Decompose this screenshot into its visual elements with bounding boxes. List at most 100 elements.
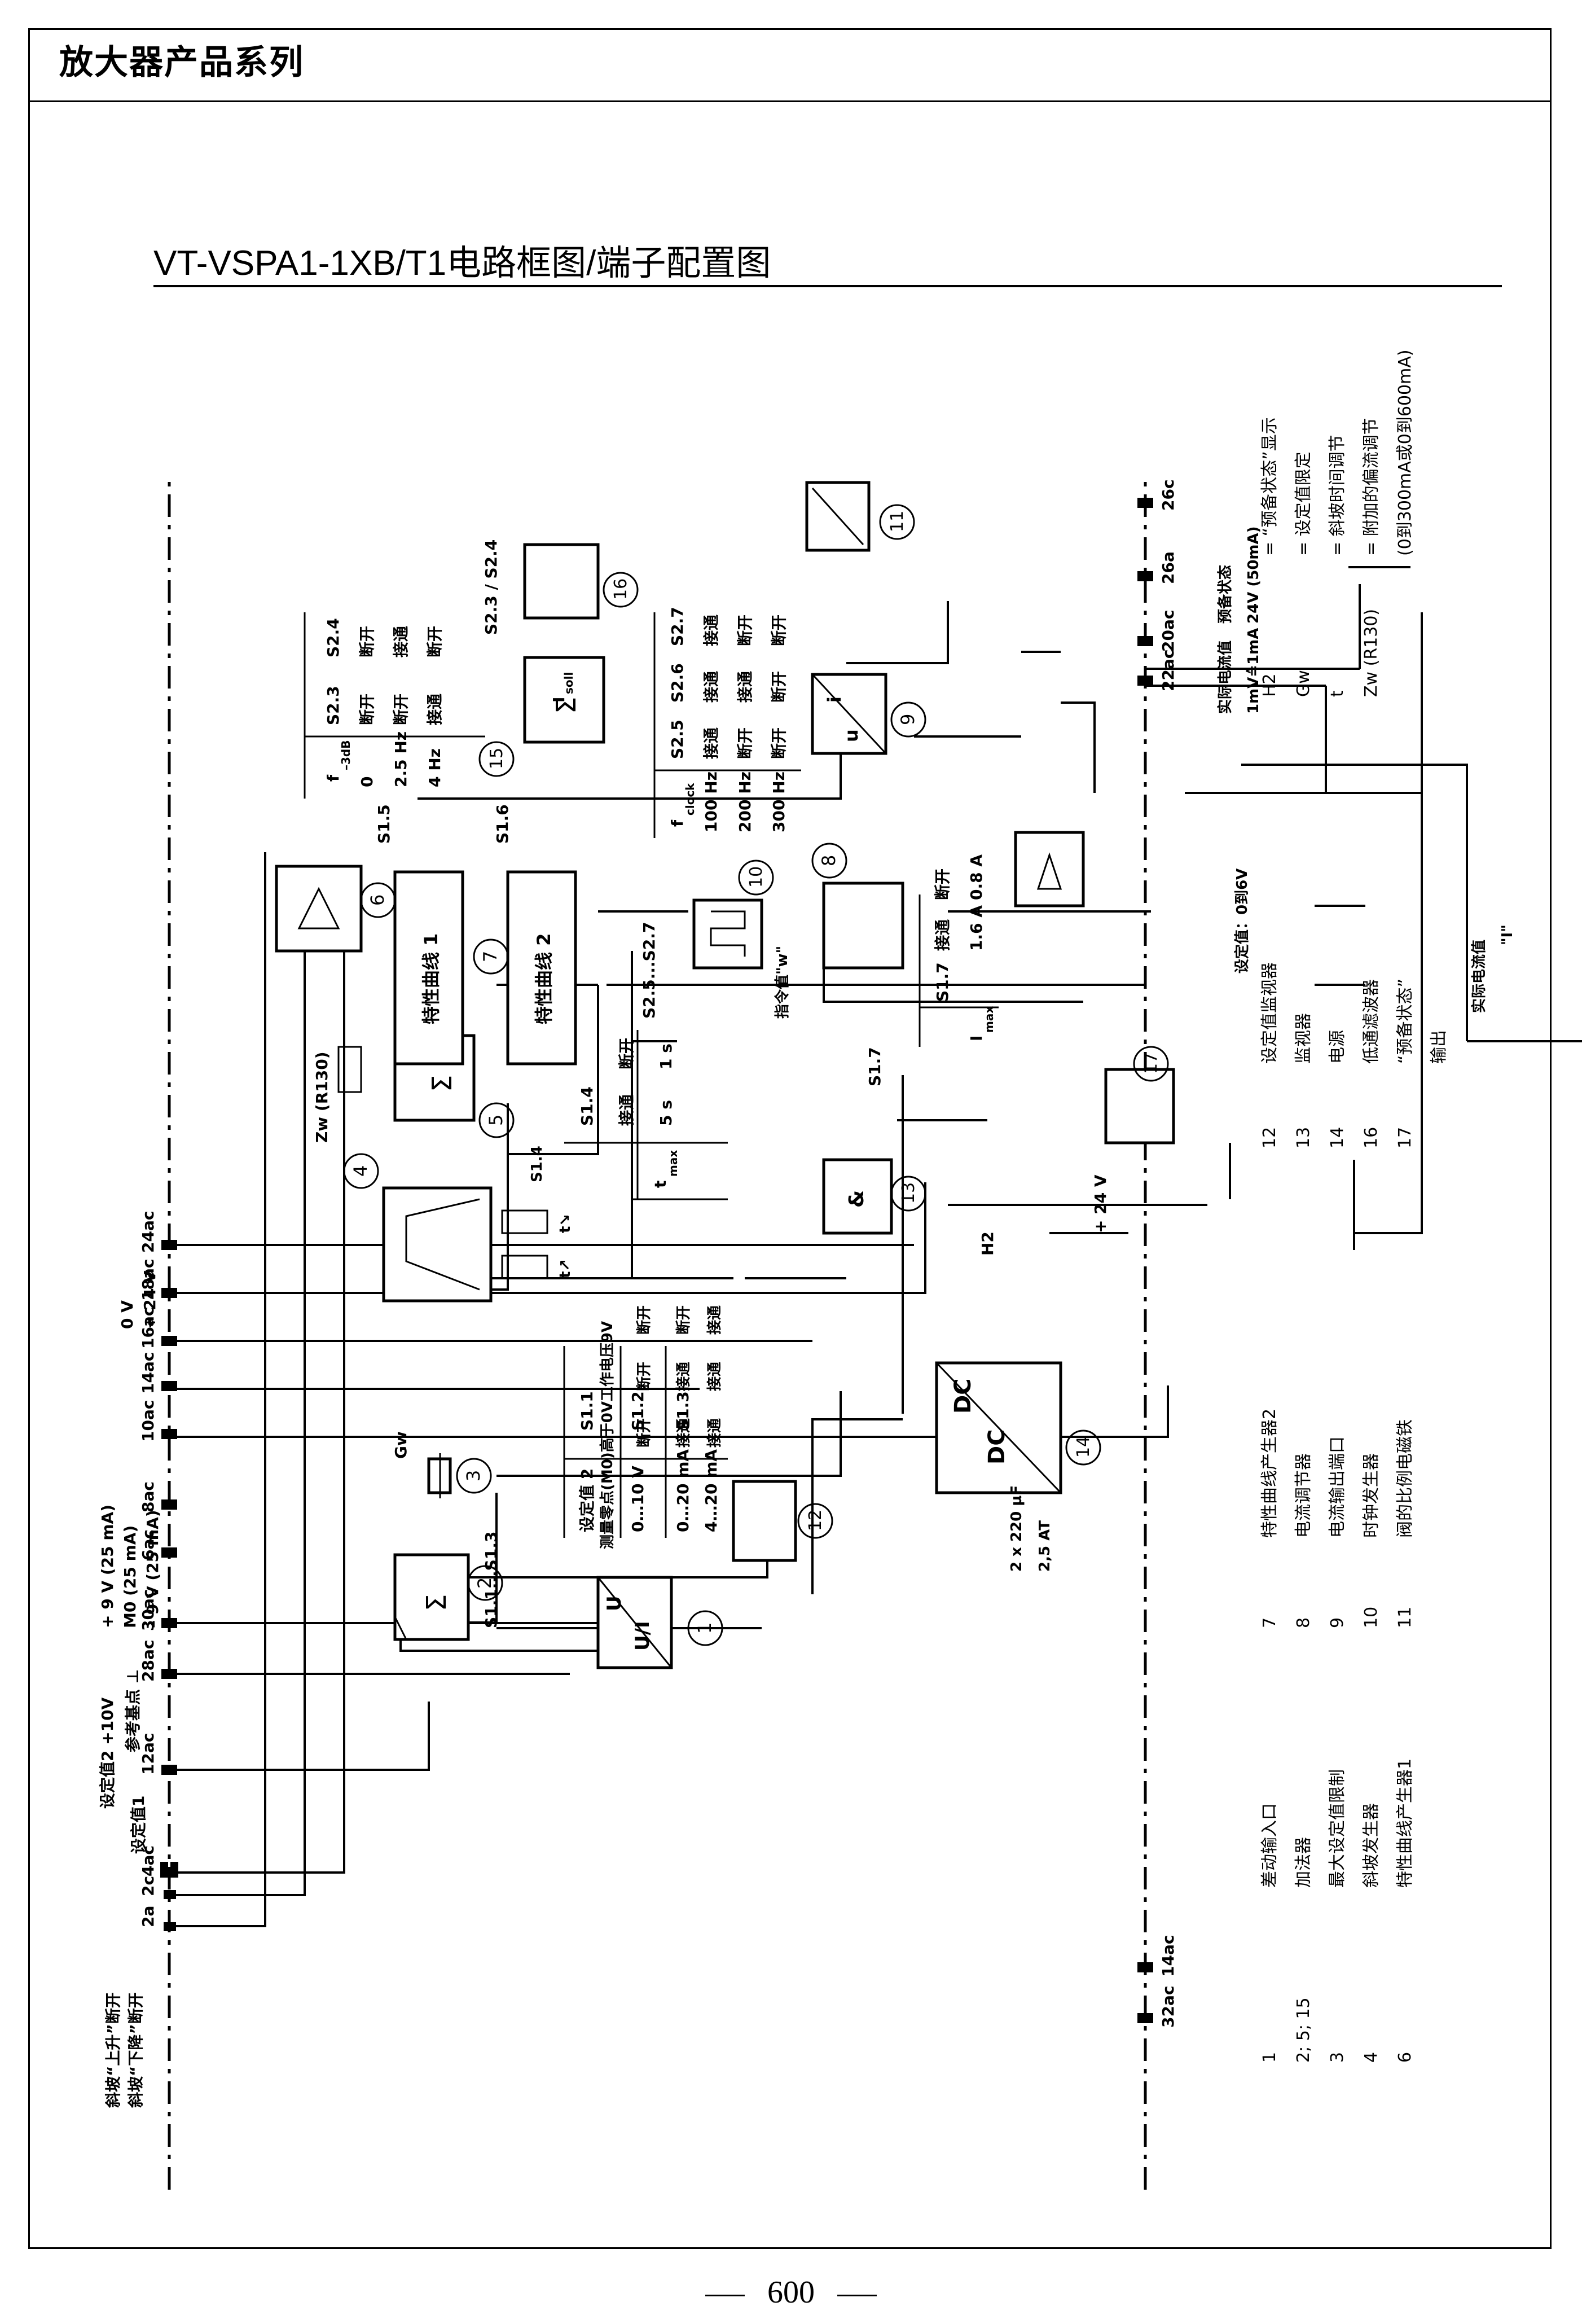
marker-14-label: 14	[1074, 1436, 1093, 1458]
capacitor-label: 2 x 220 µF	[1008, 1485, 1025, 1572]
svg-text:8: 8	[1294, 1617, 1313, 1628]
measurement-zero-label: 测量零点(M0)高于0V工作电压9V	[599, 1321, 616, 1549]
svg-text:U/I: U/I	[631, 1621, 654, 1651]
svg-text:U: U	[603, 1595, 626, 1611]
marker-3-label: 3	[463, 1470, 484, 1481]
svg-text:DC: DC	[984, 1429, 1010, 1464]
svg-text:接通: 接通	[675, 1418, 692, 1448]
zero-v-label: 0 V	[118, 1300, 137, 1329]
header-rule	[28, 100, 1552, 102]
svg-text:3: 3	[1328, 2052, 1347, 2063]
and-gate-label: &	[845, 1190, 868, 1208]
terminal-6ac: 6ac	[139, 1529, 157, 1560]
svg-text:电流输出端口: 电流输出端口	[1328, 1436, 1347, 1538]
marker-5-label: 5	[485, 1115, 507, 1126]
terminal-10ac: 10ac	[139, 1400, 157, 1442]
page-frame	[28, 28, 1552, 2249]
reference-label: 参考基点 ⊥	[124, 1669, 142, 1752]
terminal-18ac: 18ac	[139, 1259, 157, 1301]
svg-text:接通: 接通	[392, 626, 410, 657]
terminal-8ac: 8ac	[139, 1481, 157, 1512]
svg-text:0…20 mA: 0…20 mA	[674, 1449, 692, 1532]
plus9-label: + 9 V (25 mA)	[98, 1505, 117, 1628]
marker-15-label: 15	[487, 748, 507, 769]
clock-pulse-symbol	[710, 910, 746, 957]
svg-text:max: max	[666, 1150, 680, 1177]
svg-text:0…10 V: 0…10 V	[629, 1466, 647, 1532]
svg-text:断开: 断开	[392, 694, 410, 725]
marker-5	[478, 1102, 515, 1138]
h2-label: H2	[978, 1231, 997, 1256]
svg-text:max: max	[982, 1006, 996, 1033]
svg-text:断开: 断开	[635, 1362, 653, 1391]
svg-text:17: 17	[1395, 1127, 1415, 1148]
feedback-amp-symbol	[1036, 852, 1062, 890]
svg-text:300 Hz: 300 Hz	[770, 771, 788, 832]
marker-7-label: 7	[480, 951, 501, 962]
terminal-16ac: 16ac	[139, 1307, 157, 1349]
block-12-setpoint-monitor	[732, 1480, 797, 1562]
terminal-22ac: 22ac	[1159, 650, 1177, 691]
switch-s1-4-label: S1.4	[529, 1146, 546, 1182]
page-number: 600	[767, 2275, 815, 2310]
svg-text:16: 16	[1361, 1127, 1381, 1148]
svg-text:S1.4: S1.4	[578, 1086, 596, 1126]
wiring	[169, 566, 1582, 1927]
marker-7	[473, 939, 509, 975]
svg-text:S1.7: S1.7	[933, 962, 952, 1002]
switch-s1-7-label: S1.7	[865, 1047, 884, 1086]
svg-text:时钟发生器: 时钟发生器	[1361, 1453, 1381, 1538]
svg-text:= “预备状态”显示: = “预备状态”显示	[1260, 417, 1280, 556]
table-imax: S1.7 接通 断开 I max 1.6 A 0.8 A	[919, 854, 999, 1047]
ramp-down-off-label: 斜坡“下降”断开	[126, 1992, 145, 2108]
marker-9-label: 9	[897, 714, 919, 725]
svg-text:Gw: Gw	[1294, 670, 1313, 697]
marker-8-label: 8	[818, 855, 840, 866]
marker-10-label: 10	[746, 866, 766, 888]
svg-text:200 Hz: 200 Hz	[736, 771, 754, 832]
m0-label: M0 (25 mA)	[121, 1525, 139, 1628]
marker-2-label: 2	[474, 1577, 495, 1589]
svg-text:H2: H2	[1260, 673, 1280, 697]
zw-label: Zw (R130)	[313, 1051, 331, 1143]
marker-8	[811, 843, 847, 879]
marker-12	[797, 1503, 833, 1539]
switch-s1-5-label: S1.5	[375, 804, 393, 844]
terminal-14ac-bottom: 14ac	[139, 1352, 157, 1394]
svg-text:t: t	[1328, 690, 1347, 697]
svg-text:i: i	[824, 696, 845, 703]
block-feedback-amp	[1014, 831, 1085, 907]
setpoint1-label: 设定值1	[129, 1796, 148, 1854]
svg-text:输出: 输出	[1429, 1030, 1449, 1064]
svg-text:断开: 断开	[358, 626, 376, 657]
svg-text:接通: 接通	[675, 1362, 692, 1391]
actual-range-label-1: 实际电流值	[1216, 641, 1234, 714]
minus9-label: – 9 V (25 mA)	[143, 1510, 162, 1628]
isoll-label: I	[550, 697, 568, 703]
marker-3	[456, 1458, 492, 1494]
footer-dash-right	[837, 2294, 877, 2296]
block-curve-2	[506, 870, 577, 1065]
svg-text:断开: 断开	[770, 615, 788, 646]
marker-15	[478, 741, 515, 777]
ramp-time-down-label: t↘	[557, 1214, 574, 1233]
table-tmax: S1.4 接通 断开 t max 5 s 1 s	[564, 1030, 728, 1200]
ramp-up-pot	[501, 1255, 548, 1279]
page-footer: 600	[0, 2274, 1582, 2310]
svg-text:4…20 mA: 4…20 mA	[702, 1449, 720, 1532]
marker-9	[890, 701, 926, 738]
marker-16-label: 16	[611, 578, 631, 600]
terminal-24ac: 24ac	[139, 1211, 157, 1253]
svg-text:S2.4: S2.4	[324, 618, 342, 657]
terminal-28ac: 28ac	[139, 1640, 157, 1682]
marker-2	[467, 1565, 503, 1601]
setpoint-range-label: 设定值：0到6V	[1233, 869, 1251, 974]
svg-text:低通滤波器: 低通滤波器	[1361, 979, 1381, 1064]
svg-text:接通: 接通	[933, 919, 952, 951]
terminal-2a: 2a	[139, 1906, 157, 1927]
svg-text:断开: 断开	[736, 727, 754, 759]
svg-text:S1.3: S1.3	[674, 1391, 692, 1431]
svg-text:14: 14	[1328, 1127, 1347, 1148]
actual-current-symbol: "I"	[1499, 924, 1516, 945]
svg-text:S2.5: S2.5	[668, 720, 687, 759]
